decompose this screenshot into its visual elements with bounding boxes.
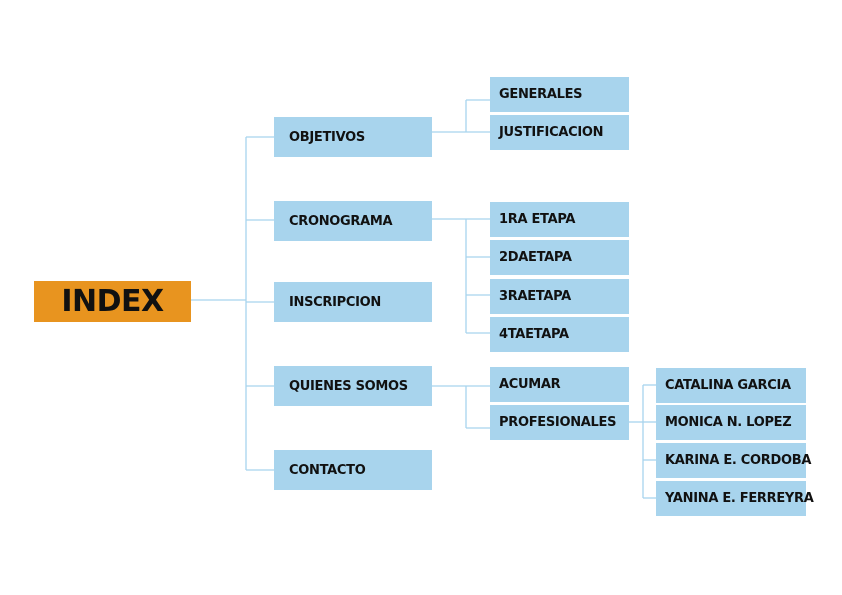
node-profesionales[interactable]: PROFESIONALES bbox=[490, 405, 629, 440]
node-label: 3RAETAPA bbox=[499, 289, 571, 304]
node-inscripcion[interactable]: INSCRIPCION bbox=[274, 282, 432, 322]
node-yanina-ferreyra[interactable]: YANINA E. FERREYRA bbox=[656, 481, 814, 516]
node-label: JUSTIFICACION bbox=[499, 125, 604, 140]
node-label: PROFESIONALES bbox=[499, 415, 617, 430]
node-justificacion[interactable]: JUSTIFICACION bbox=[490, 115, 629, 150]
node-label: QUIENES SOMOS bbox=[289, 378, 408, 394]
node-contacto[interactable]: CONTACTO bbox=[274, 450, 432, 490]
node-label: OBJETIVOS bbox=[289, 129, 365, 145]
node-monica-lopez[interactable]: MONICA N. LOPEZ bbox=[656, 405, 806, 440]
node-generales[interactable]: GENERALES bbox=[490, 77, 629, 112]
node-label: CATALINA GARCIA bbox=[665, 378, 791, 393]
node-objetivos[interactable]: OBJETIVOS bbox=[274, 117, 432, 157]
node-label: 4TAETAPA bbox=[499, 327, 569, 342]
node-1ra-etapa[interactable]: 1RA ETAPA bbox=[490, 202, 629, 237]
index-root-label: INDEX bbox=[61, 284, 164, 319]
node-label: ACUMAR bbox=[499, 377, 561, 392]
node-label: MONICA N. LOPEZ bbox=[665, 415, 792, 430]
node-label: INSCRIPCION bbox=[289, 294, 382, 310]
node-3ra-etapa[interactable]: 3RAETAPA bbox=[490, 279, 629, 314]
node-label: KARINA E. CORDOBA bbox=[665, 453, 812, 468]
node-karina-cordoba[interactable]: KARINA E. CORDOBA bbox=[656, 443, 811, 478]
node-acumar[interactable]: ACUMAR bbox=[490, 367, 629, 402]
node-label: CRONOGRAMA bbox=[289, 213, 393, 229]
node-2da-etapa[interactable]: 2DAETAPA bbox=[490, 240, 629, 275]
node-label: CONTACTO bbox=[289, 462, 366, 478]
node-catalina-garcia[interactable]: CATALINA GARCIA bbox=[656, 368, 806, 403]
node-label: GENERALES bbox=[499, 87, 583, 102]
node-4ta-etapa[interactable]: 4TAETAPA bbox=[490, 317, 629, 352]
node-label: YANINA E. FERREYRA bbox=[665, 491, 814, 506]
node-label: 2DAETAPA bbox=[499, 250, 572, 265]
node-quienes-somos[interactable]: QUIENES SOMOS bbox=[274, 366, 432, 406]
index-root-node[interactable]: INDEX bbox=[34, 281, 191, 322]
node-cronograma[interactable]: CRONOGRAMA bbox=[274, 201, 432, 241]
node-label: 1RA ETAPA bbox=[499, 212, 576, 227]
